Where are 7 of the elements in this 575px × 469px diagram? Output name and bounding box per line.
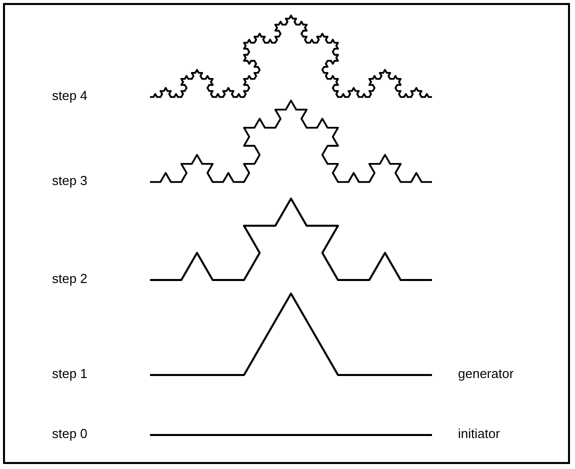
step-label: step 2 [52, 271, 88, 287]
curve-label: initiator [458, 426, 500, 442]
step-label: step 1 [52, 366, 88, 382]
step-label: step 4 [52, 88, 88, 104]
curve-label: generator [458, 366, 514, 382]
step-label: step 3 [52, 173, 88, 189]
step-label: step 0 [52, 426, 88, 442]
